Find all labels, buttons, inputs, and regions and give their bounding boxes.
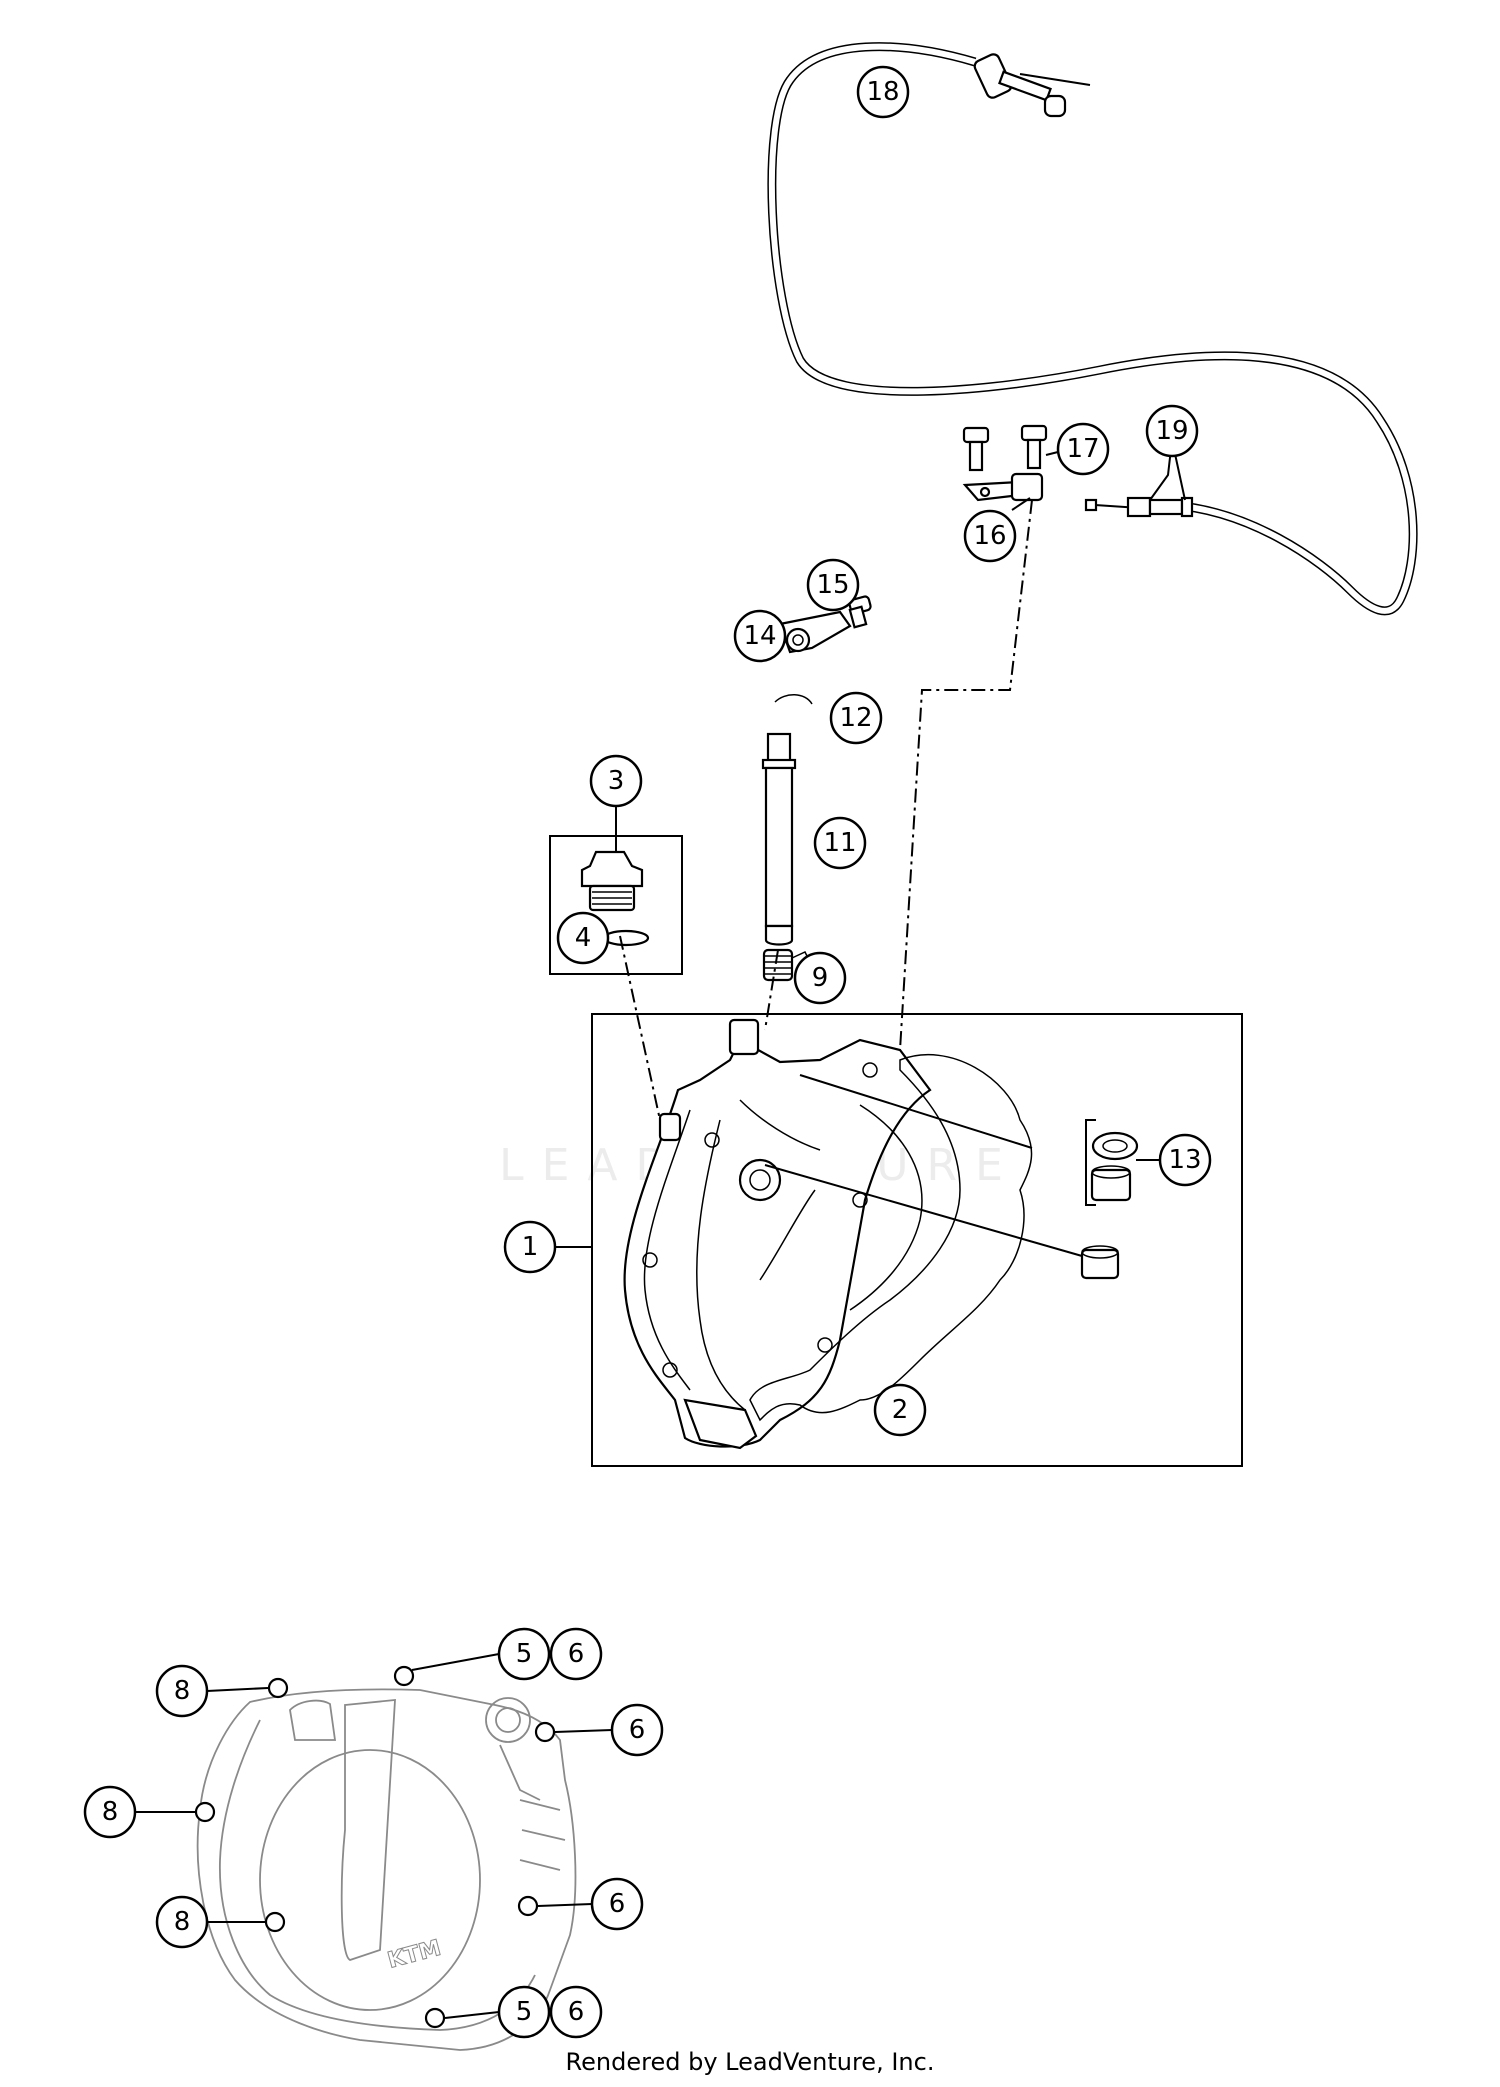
render-credit: Rendered by LeadVenture, Inc. [565,2048,935,2076]
svg-text:13: 13 [1168,1145,1201,1175]
circlip [774,694,813,705]
cover-bolts [194,1665,556,2029]
callout-6-bottom: 6 [549,1985,603,2039]
clutch-cover [623,1018,932,1450]
svg-text:3: 3 [608,766,625,796]
svg-text:KTM: KTM [385,1936,444,1974]
clutch-cable [767,42,1418,616]
bolt-17a [962,426,990,472]
callout-17: 17 [1056,422,1110,476]
callout-6-lower-right: 6 [590,1877,644,1931]
callout-4: 4 [556,911,610,965]
callout-16: 16 [963,509,1017,563]
oil-filler-plug [580,850,644,912]
pin [848,595,872,629]
callout-15: 15 [806,558,860,612]
svg-text:17: 17 [1066,434,1099,464]
callout-11: 11 [813,816,867,870]
svg-text:18: 18 [866,77,899,107]
torsion-spring [762,948,809,982]
callout-5-top: 5 [497,1627,551,1681]
bolt-17b [1020,424,1048,470]
svg-text:8: 8 [174,1907,191,1937]
callout-3: 3 [589,754,643,808]
svg-text:4: 4 [575,923,592,953]
svg-text:9: 9 [812,963,829,993]
callout-5-bottom: 5 [497,1985,551,2039]
bracket-13 [1085,1119,1096,1206]
callout-2: 2 [873,1383,927,1437]
svg-text:5: 5 [516,1997,533,2027]
cover-inner-rim [849,1104,923,1311]
svg-text:1: 1 [522,1232,539,1262]
callout-14: 14 [733,609,787,663]
svg-text:6: 6 [568,1997,585,2027]
svg-text:6: 6 [609,1889,626,1919]
leader-18 [1019,73,1091,86]
svg-text:6: 6 [629,1715,646,1745]
cable-holder [962,472,1044,502]
svg-text:8: 8 [102,1797,119,1827]
callout-6-upper-right: 6 [610,1703,664,1757]
callout-8-middle: 8 [83,1785,137,1839]
svg-text:5: 5 [516,1639,533,1669]
cable-adjuster-end [1084,496,1194,518]
cable-lever-end [973,53,1067,118]
svg-text:19: 19 [1155,416,1188,446]
callout-12: 12 [829,691,883,745]
svg-text:6: 6 [568,1639,585,1669]
callout-9: 9 [793,951,847,1005]
svg-text:14: 14 [743,621,776,651]
svg-text:16: 16 [973,521,1006,551]
cover-group-box [591,1013,1243,1467]
bushing-upper [1090,1165,1132,1202]
bushing-lower [1080,1245,1120,1280]
svg-text:8: 8 [174,1676,191,1706]
callout-1: 1 [503,1220,557,1274]
callout-13: 13 [1158,1133,1212,1187]
assembly-line-holder [899,499,1033,1051]
release-lever [778,610,852,654]
callout-8-bottom: 8 [155,1895,209,1949]
o-ring [602,929,650,947]
svg-text:2: 2 [892,1395,909,1425]
assembly-line-plug [619,935,661,1121]
release-shaft [761,732,797,946]
svg-text:12: 12 [839,703,872,733]
callout-18: 18 [856,65,910,119]
callout-8-top: 8 [155,1664,209,1718]
shaft-seal [1091,1131,1139,1161]
callout-19: 19 [1145,404,1199,458]
gasket [749,1054,1033,1422]
leader-13-upper [799,1074,1033,1149]
svg-text:11: 11 [823,828,856,858]
assembly-line-spring [764,949,779,1031]
cover-bolt-leaders [135,1653,613,2019]
leader-16 [1011,497,1031,511]
svg-text:15: 15 [816,570,849,600]
leader-17 [1045,451,1059,456]
leader-13-lower [764,1164,1083,1257]
callout-6-top: 6 [549,1627,603,1681]
